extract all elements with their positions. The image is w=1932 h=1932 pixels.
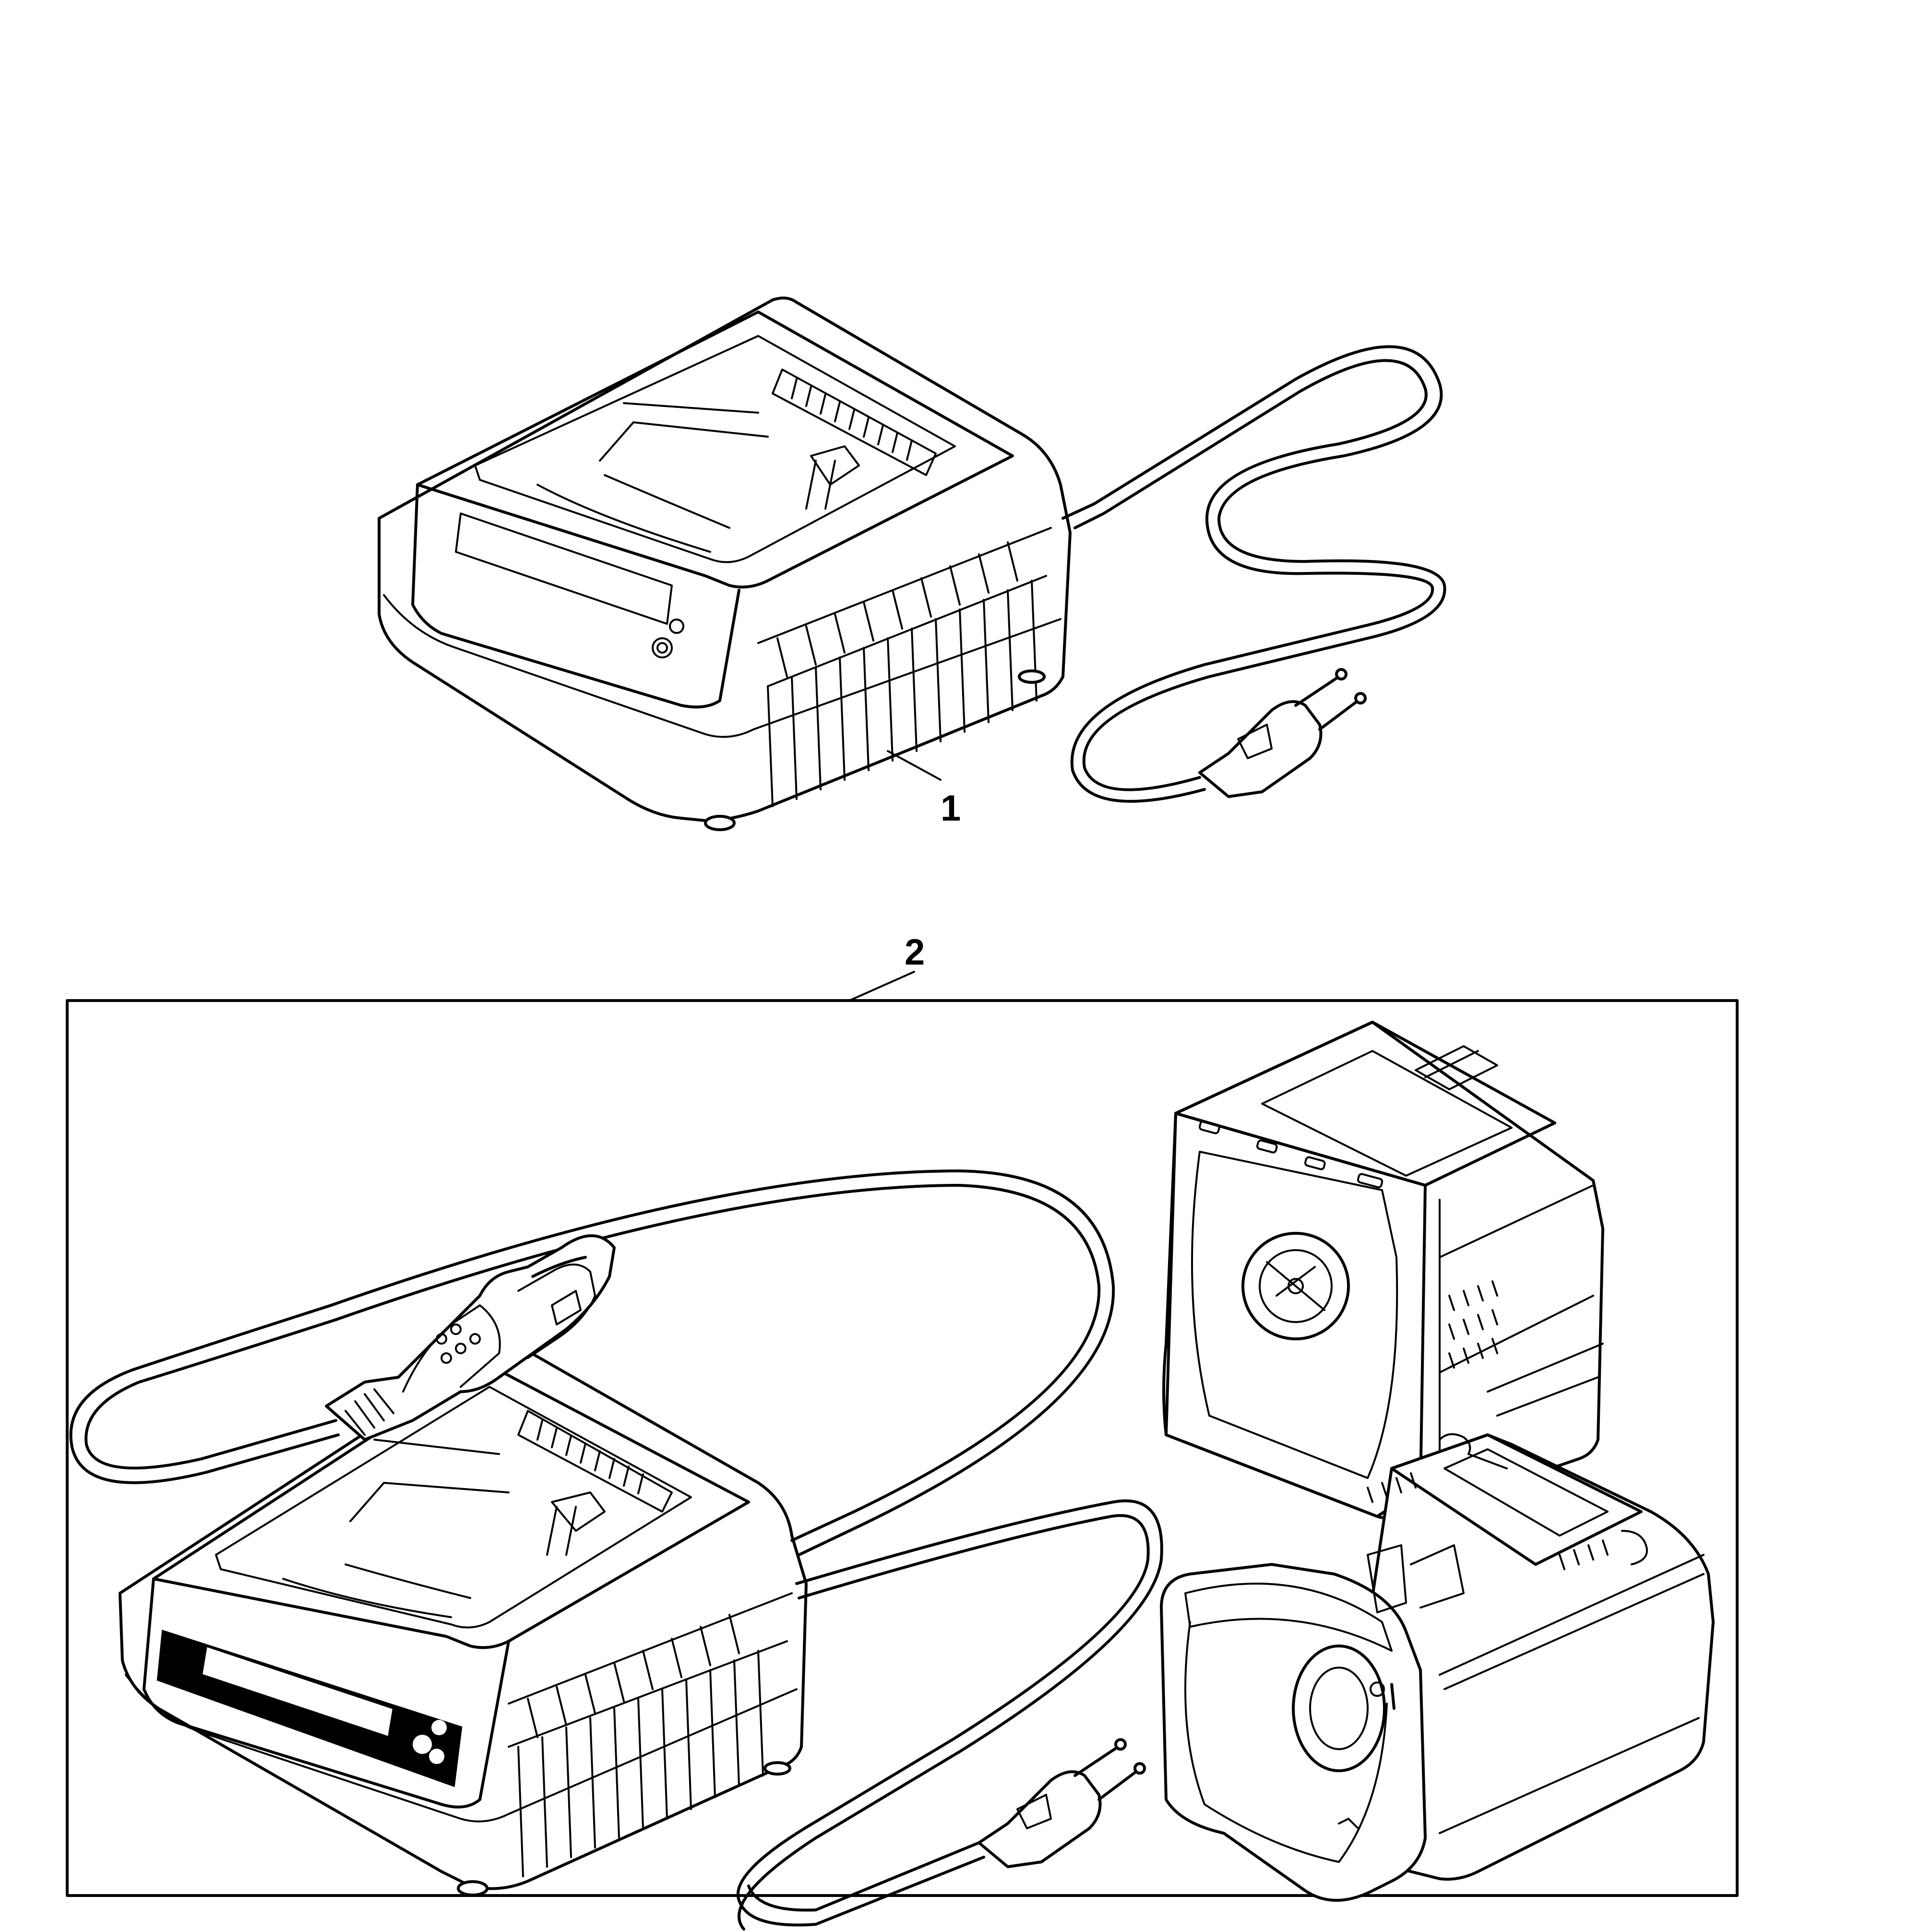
charger-2-button-icon [413,1735,432,1754]
charger-1-foot [704,815,736,831]
car-adapter-plug-icon [325,1234,616,1441]
charger-1-front-face [411,483,740,709]
battery-pack[interactable] [1162,1021,1604,1520]
charger-1-foot [1018,669,1046,684]
charger-1-led-icon [669,619,684,634]
callout-2-label[interactable]: 2 [905,932,925,973]
battery-body [1162,1021,1604,1520]
holder-clip [1367,1544,1465,1613]
holder-body [1333,1433,1715,1881]
kit-frame [66,999,1739,1897]
charger-1-body [378,297,1072,822]
charger-2-contacts [546,1491,606,1556]
battery-side-ribs [1439,1184,1604,1498]
charger-1-cradle-slope [537,402,769,553]
charger-1-cradle [474,335,956,563]
charger-2-ac-cord [738,1499,1163,1931]
charger-2-slot-ribs [517,1410,673,1513]
callout-1-label[interactable]: 1 [941,788,961,829]
charger-1-display [455,513,673,625]
charger-1-button-icon [652,637,673,658]
charger-2-adapter-cable [84,1184,1101,1542]
holder-ribs-icon [1439,1433,1508,1469]
charger-1-contacts [805,445,860,510]
charger-2-top-rim [152,1361,750,1649]
charger-2-foot [457,1880,489,1896]
battery-socket [1241,1232,1350,1340]
battery-with-holder[interactable] [1160,1433,1715,1902]
callout-2-leader [848,971,915,1002]
callout-1-leader [887,750,942,781]
battery-charge-leds [1198,1120,1383,1189]
battery-handle [1415,1045,1498,1090]
charger-2-side-vents [508,1592,793,1877]
charger-2-display-window [200,1645,395,1739]
charger-1-lower-band [383,594,1061,738]
charger-1-side-vents [757,527,1052,807]
charger-2-cradle [215,1386,692,1629]
charger-item-1[interactable] [378,297,1446,831]
holder-battery-front [1160,1563,1427,1902]
charger-2-cradle-slope [282,1439,510,1618]
charger-1-cord [1061,345,1446,791]
charger-1-slot-ribs [772,369,937,476]
charger-2-plug-icon [978,1738,1146,1868]
charger-1-plug-icon [1198,668,1367,798]
charger-2-led-icon [431,1720,447,1735]
holder-socket [1292,1645,1386,1772]
charger-2-foot [763,1761,791,1776]
charger-2-lower-band [125,1674,798,1823]
charger-item-2[interactable] [69,1169,1163,1931]
charger-1-top-rim [416,310,1014,589]
